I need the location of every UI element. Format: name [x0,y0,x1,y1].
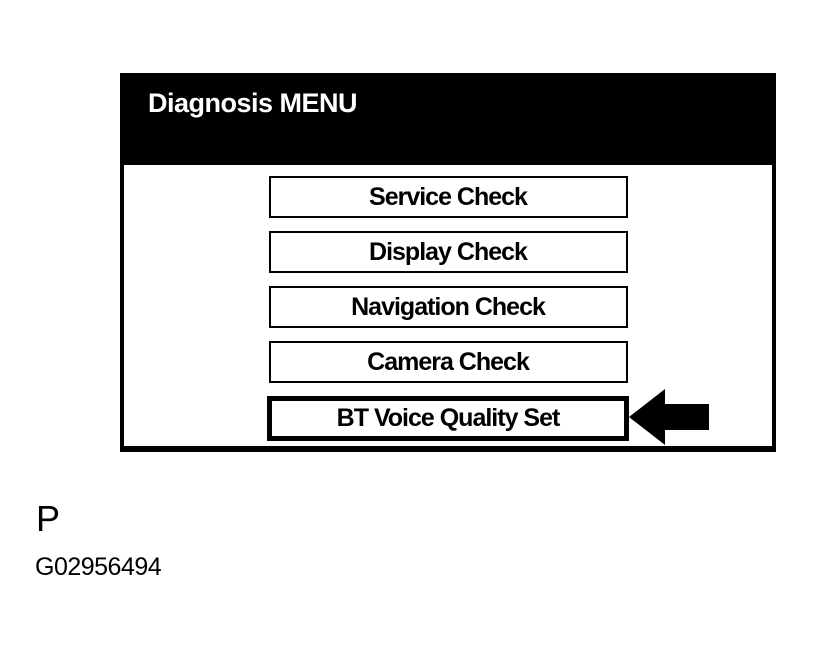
menu-button-navigation-check[interactable]: Navigation Check [268,286,628,328]
menu-button-service-check[interactable]: Service Check [268,176,628,218]
menu-button-bt-voice-quality-set[interactable]: BT Voice Quality Set [267,396,629,441]
screen-body: Service Check Display Check Navigation C… [120,165,776,452]
diagnosis-menu-screen: Diagnosis MENU Service Check Display Che… [120,73,776,452]
arrow-left-icon [629,389,709,445]
figure-id: G02956494 [35,553,162,581]
menu-button-camera-check[interactable]: Camera Check [268,341,628,383]
menu-button-display-check[interactable]: Display Check [268,231,628,273]
arrow-shaft [663,404,709,430]
page-marker: P [36,498,60,539]
screen-header: Diagnosis MENU [120,73,776,165]
arrow-head [629,389,665,445]
screen-title: Diagnosis MENU [148,88,358,118]
